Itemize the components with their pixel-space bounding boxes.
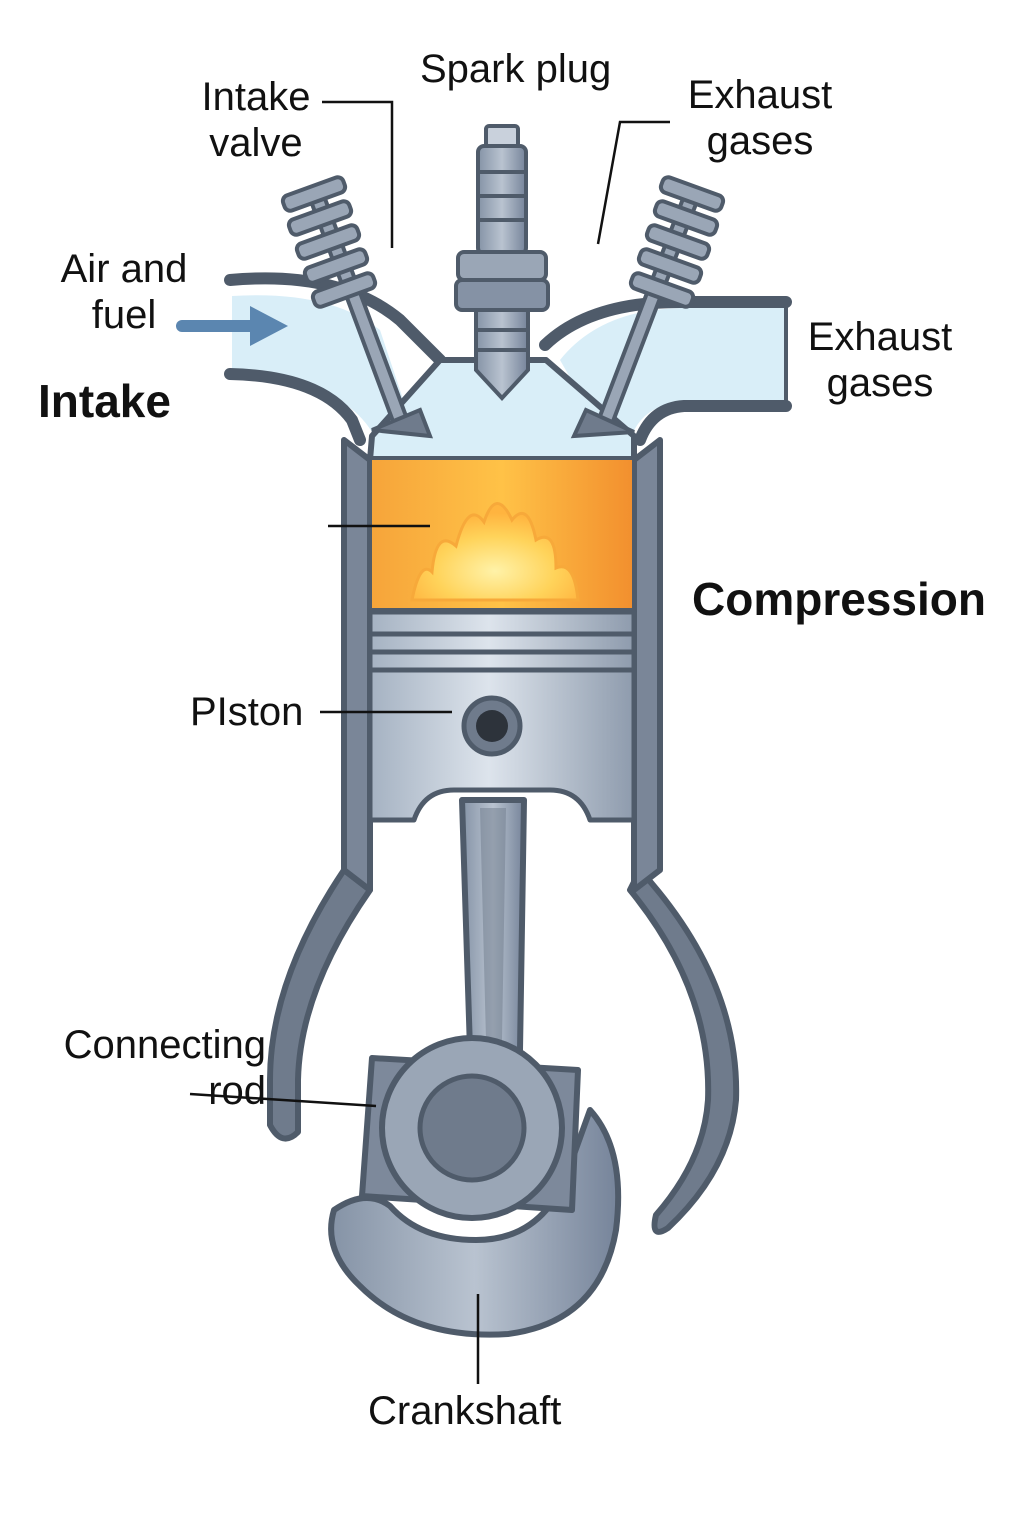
- air-arrow-icon: [176, 306, 288, 346]
- crankshaft-label: Crankshaft: [368, 1389, 562, 1433]
- spark-plug-label: Spark plug: [420, 47, 612, 91]
- crank-journal: [417, 1073, 527, 1183]
- connecting-rod-label: Connecting rod: [63, 1023, 266, 1113]
- intake-valve-spring: [280, 175, 378, 309]
- piston: [367, 609, 637, 823]
- flame-icon: [410, 502, 580, 602]
- compression-label: Compression: [692, 573, 986, 625]
- connecting-rod: [459, 797, 527, 1053]
- intake-valve: [280, 175, 434, 439]
- crankshaft: [328, 1035, 622, 1338]
- intake-valve-label: Intake valve: [201, 75, 311, 165]
- exhaust-valve: [570, 175, 726, 439]
- combustion-chamber: [368, 456, 636, 612]
- crankcase: [267, 867, 740, 1235]
- exhaust-valve-spring: [628, 175, 726, 309]
- air-and-fuel-label: Air and fuel: [60, 247, 188, 337]
- cylinder-walls: [341, 437, 663, 893]
- spark-plug: [454, 124, 550, 401]
- leader-lines: [189, 100, 670, 1384]
- piston-label: PIston: [190, 690, 304, 734]
- intake-label: Intake: [38, 375, 171, 427]
- exhaust-gases-top-label: Exhaust gases: [687, 73, 833, 163]
- exhaust-gases-right-label: Exhaust gases: [807, 315, 953, 405]
